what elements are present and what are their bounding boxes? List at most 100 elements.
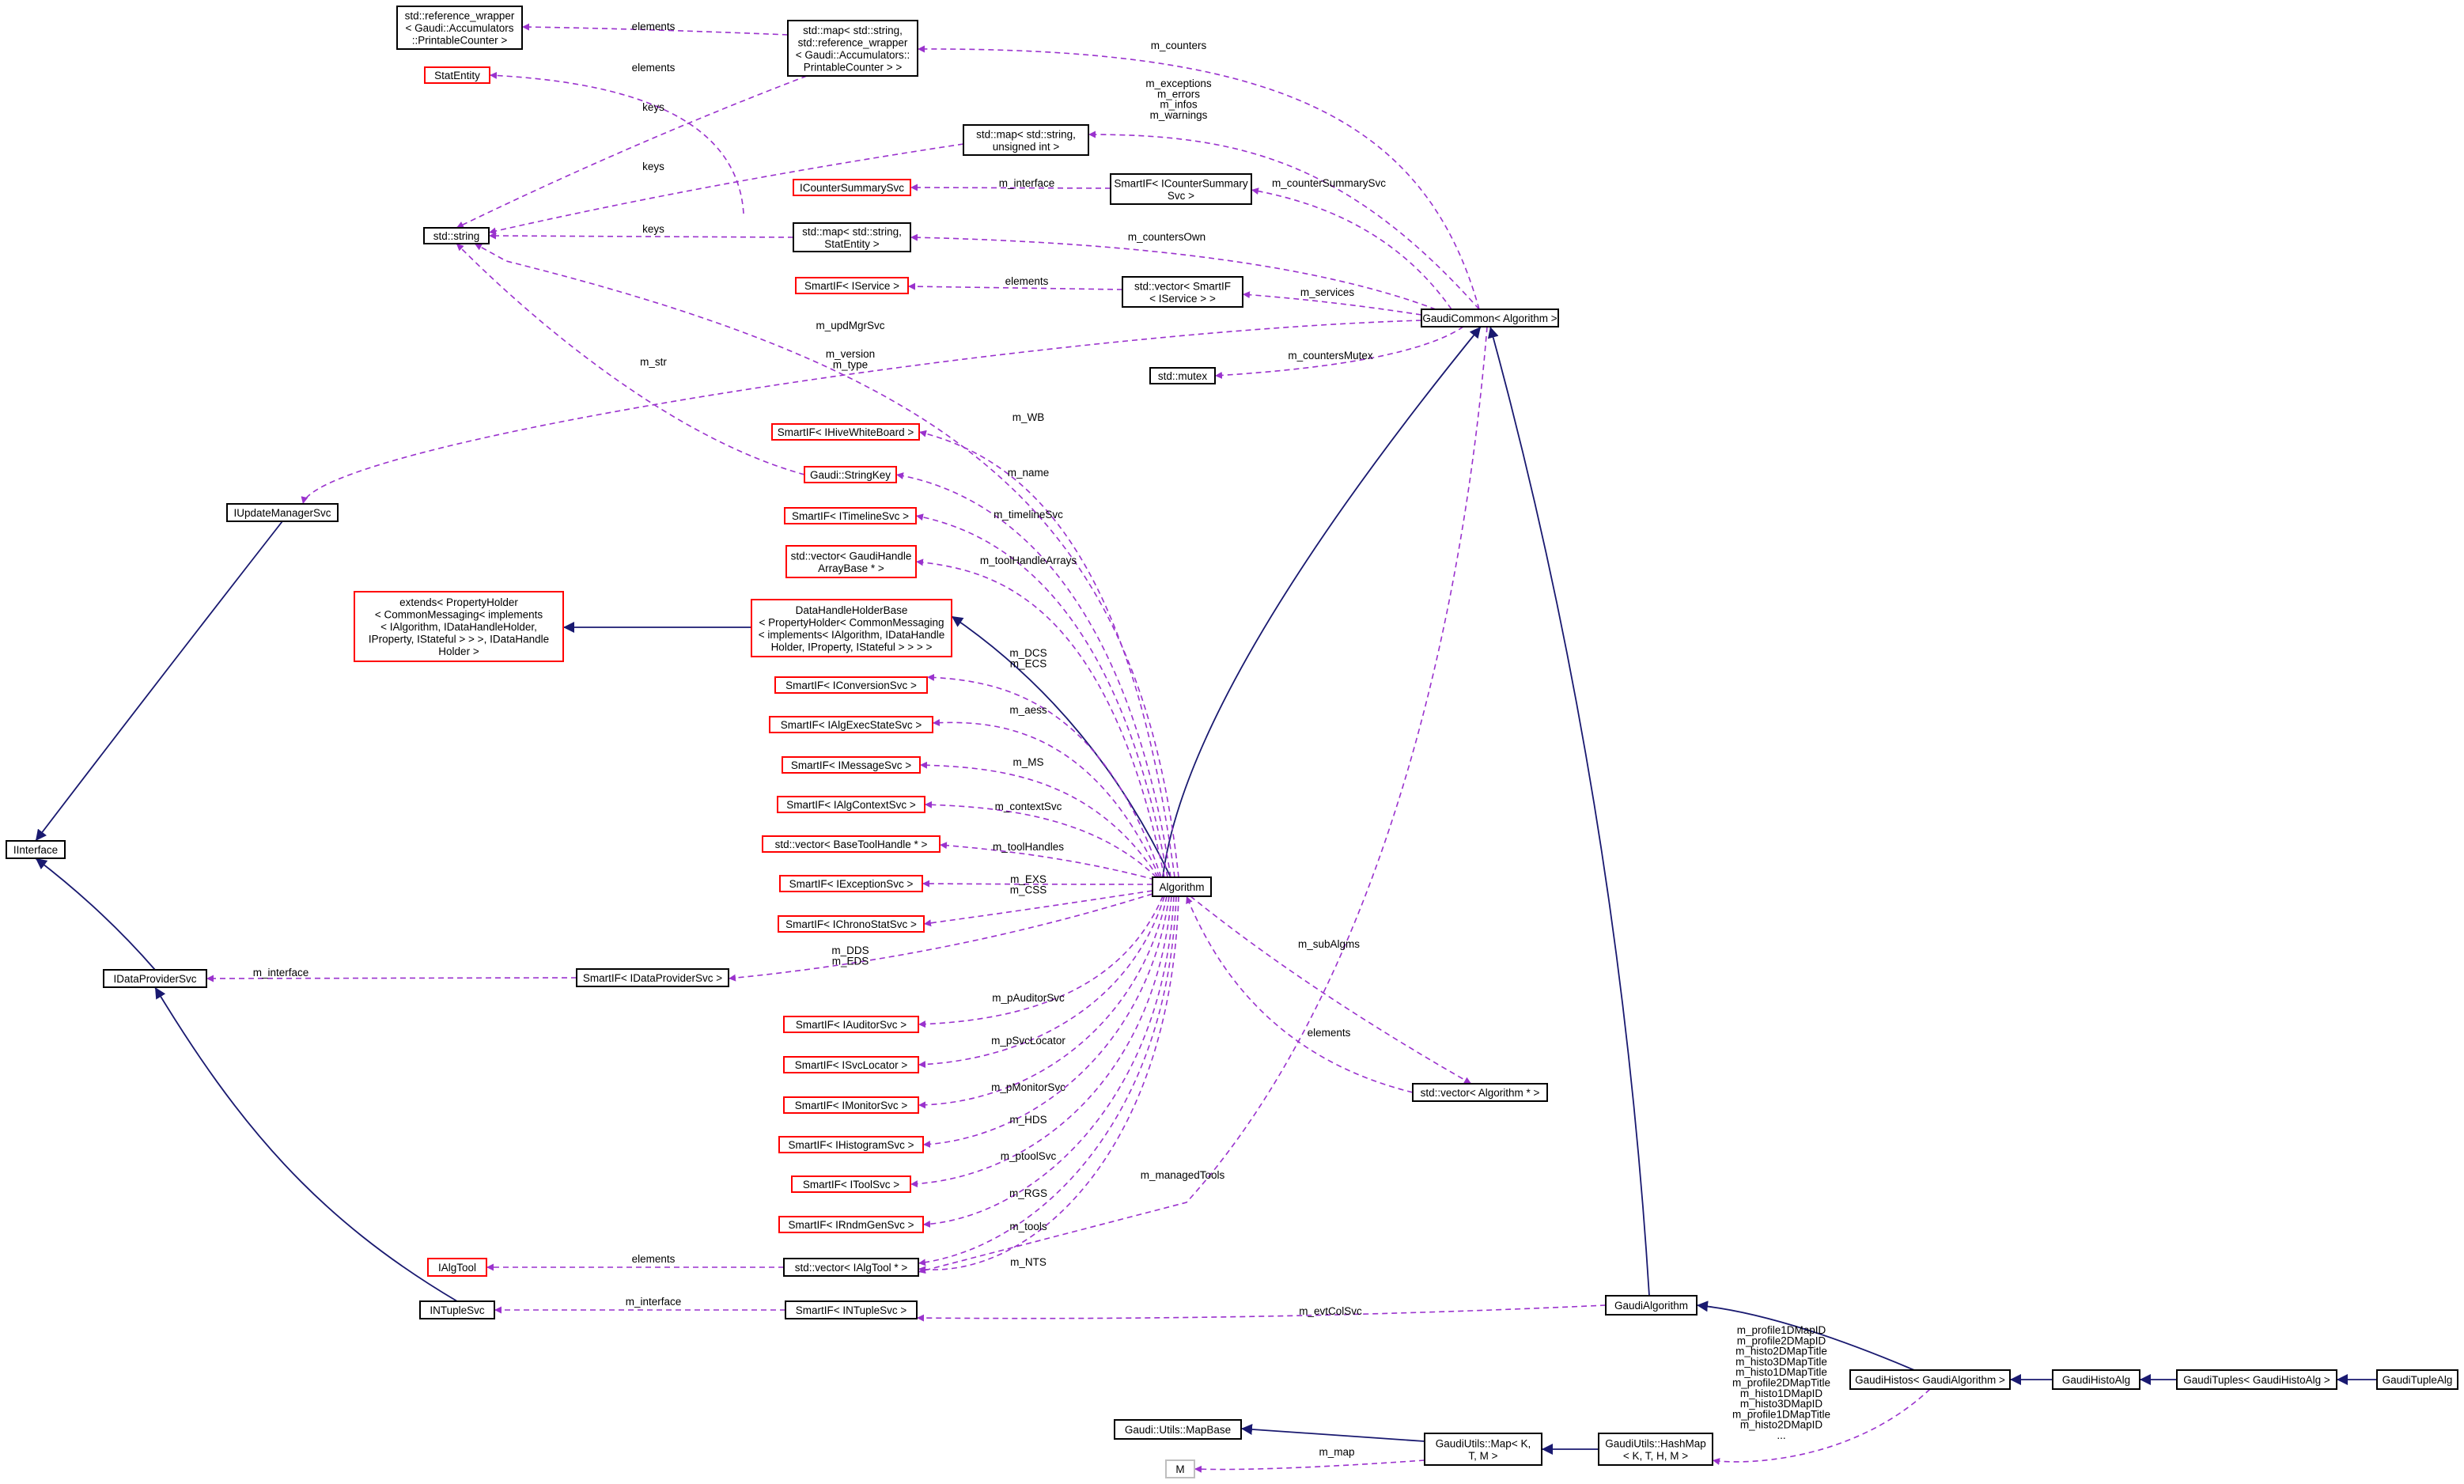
node-algcontext[interactable]: SmartIF< IAlgContextSvc >	[777, 796, 925, 813]
node-box	[1412, 1083, 1548, 1102]
edge-label-line: m_RGS	[1009, 1187, 1047, 1199]
node-vectoralgorithm[interactable]: std::vector< Algorithm * >	[1412, 1083, 1548, 1102]
node-rndmgen[interactable]: SmartIF< IRndmGenSvc >	[778, 1216, 924, 1233]
edge-label-m-pSvcLocator: m_pSvcLocator	[991, 1035, 1065, 1047]
node-label: < Gaudi::Accumulators::	[796, 49, 910, 61]
node-label: < PropertyHolder< CommonMessaging	[759, 616, 944, 628]
usage-edge	[1242, 291, 1422, 316]
edge-label-line: m_name	[1008, 467, 1050, 479]
node-histogram[interactable]: SmartIF< IHistogramSvc >	[778, 1136, 924, 1153]
inheritance-edge	[1162, 326, 1482, 878]
nodes-layer: std::reference_wrapper< Gaudi::Accumulat…	[6, 6, 2458, 1478]
node-algorithm[interactable]: Algorithm	[1152, 876, 1212, 897]
node-timeline[interactable]: SmartIF< ITimelineSvc >	[784, 507, 917, 524]
node-box	[774, 676, 928, 694]
node-conversion[interactable]: SmartIF< IConversionSvc >	[774, 676, 928, 694]
node-label: std::map< std::string,	[802, 225, 902, 237]
node-label: SmartIF< IAlgExecStateSvc >	[781, 719, 922, 731]
node-intuplesvc[interactable]: INTupleSvc	[419, 1300, 495, 1319]
node-iupdatemanager[interactable]: IUpdateManagerSvc	[226, 503, 339, 522]
node-svclocator[interactable]: SmartIF< ISvcLocator >	[783, 1056, 919, 1073]
node-gaudituples[interactable]: GaudiTuples< GaudiHistoAlg >	[2176, 1369, 2337, 1390]
node-gaudiutilsmap[interactable]: GaudiUtils::Map< K,T, M >	[1424, 1433, 1542, 1466]
usage-edge	[915, 558, 1165, 878]
node-message[interactable]: SmartIF< IMessageSvc >	[782, 756, 921, 774]
node-hashmap[interactable]: GaudiUtils::HashMap< K, T, H, M >	[1598, 1433, 1713, 1466]
node-vectorsmartif[interactable]: std::vector< SmartIF< IService > >	[1122, 276, 1243, 308]
node-extends[interactable]: extends< PropertyHolder< CommonMessaging…	[354, 591, 564, 662]
node-box	[1152, 876, 1212, 897]
usage-edge	[1712, 1388, 1931, 1465]
node-box	[762, 835, 941, 853]
edge-label-m-toolHandleArrays: m_toolHandleArrays	[980, 555, 1077, 566]
node-label: std::map< std::string,	[976, 128, 1076, 140]
node-label: SmartIF< IConversionSvc >	[785, 680, 917, 691]
edge-label-line: m_services	[1300, 286, 1355, 298]
node-vectorialgtool[interactable]: std::vector< IAlgTool * >	[783, 1258, 919, 1277]
node-smartifcountersummary[interactable]: SmartIF< ICounterSummarySvc >	[1110, 173, 1252, 205]
edge-label-m-name: m_name	[1008, 467, 1050, 479]
node-smartifntuple[interactable]: SmartIF< INTupleSvc >	[785, 1300, 918, 1319]
edge-label-line: m_CSS	[1010, 884, 1047, 895]
node-stringkey[interactable]: Gaudi::StringKey	[804, 466, 897, 483]
node-auditor[interactable]: SmartIF< IAuditorSvc >	[783, 1016, 919, 1033]
node-icountersummary[interactable]: ICounterSummarySvc	[793, 179, 911, 196]
node-mutex[interactable]: std::mutex	[1149, 367, 1216, 384]
edge-label-elements-tool: elements	[632, 1253, 676, 1265]
node-gaudihistoalg[interactable]: GaudiHistoAlg	[2052, 1369, 2140, 1390]
node-label: SmartIF< INTupleSvc >	[796, 1304, 907, 1316]
node-stdstring[interactable]: std::string	[423, 227, 490, 244]
node-iinterface[interactable]: IInterface	[6, 840, 66, 859]
node-algexecstate[interactable]: SmartIF< IAlgExecStateSvc >	[769, 716, 933, 733]
usage-edge	[918, 895, 1164, 1028]
node-gaudialgorithm[interactable]: GaudiAlgorithm	[1605, 1295, 1698, 1316]
node-chronostat[interactable]: SmartIF< IChronoStatSvc >	[778, 915, 925, 933]
node-mapuint[interactable]: std::map< std::string,unsigned int >	[963, 124, 1089, 156]
edge-label-line: m_DCS	[1009, 647, 1047, 659]
node-refwrap[interactable]: std::reference_wrapper< Gaudi::Accumulat…	[396, 6, 523, 50]
node-mapstatentity[interactable]: std::map< std::string,StatEntity >	[793, 222, 911, 252]
node-box	[784, 507, 917, 524]
node-label: SmartIF< ICounterSummary	[1114, 177, 1247, 189]
usage-edge	[926, 673, 1162, 878]
edge-label-line: m_interface	[253, 967, 309, 979]
node-gaudicommon[interactable]: GaudiCommon< Algorithm >	[1421, 309, 1559, 327]
edge-label-elements-refwrap: elements	[632, 21, 676, 32]
edge-label-m-contextSvc: m_contextSvc	[995, 801, 1062, 812]
edge-labels-layer: elementselementskeyskeyskeysm_countersm_…	[253, 21, 1830, 1458]
node-exception[interactable]: SmartIF< IExceptionSvc >	[779, 875, 923, 892]
node-gauditupalg[interactable]: GaudiTupleAlg	[2376, 1369, 2458, 1390]
edge-label-line: m_NTS	[1010, 1256, 1047, 1268]
node-vectorbasetool[interactable]: std::vector< BaseToolHandle * >	[762, 835, 941, 853]
edge-label-line: m_histo3DMapID	[1740, 1398, 1823, 1410]
node-smartifiservice[interactable]: SmartIF< IService >	[795, 277, 909, 294]
node-idataprovider[interactable]: IDataProviderSvc	[103, 969, 207, 988]
node-toolsvc[interactable]: SmartIF< IToolSvc >	[791, 1175, 911, 1193]
node-datahandleholder[interactable]: DataHandleHolderBase< PropertyHolder< Co…	[751, 599, 952, 657]
edges-layer	[35, 23, 2377, 1473]
node-smartifdataprovider[interactable]: SmartIF< IDataProviderSvc >	[576, 968, 729, 987]
edge-label-line: elements	[632, 62, 676, 74]
node-m[interactable]: M	[1165, 1459, 1195, 1478]
edge-label-line: m_EXS	[1010, 873, 1047, 885]
node-label: GaudiHistos< GaudiAlgorithm >	[1855, 1374, 2005, 1386]
node-label: SmartIF< IMessageSvc >	[791, 759, 911, 771]
usage-edge	[488, 143, 964, 235]
node-mapbase[interactable]: Gaudi::Utils::MapBase	[1114, 1419, 1242, 1440]
node-label: GaudiHistoAlg	[2062, 1374, 2130, 1386]
node-ialgtool[interactable]: IAlgTool	[427, 1258, 487, 1277]
node-label: std::string	[433, 230, 480, 242]
edge-label-line: m_profile2DMapID	[1737, 1334, 1826, 1346]
node-monitor[interactable]: SmartIF< IMonitorSvc >	[783, 1096, 919, 1114]
edge-label-line: keys	[642, 161, 664, 172]
node-statentity[interactable]: StatEntity	[424, 66, 490, 84]
edge-label-line: m_infos	[1160, 99, 1198, 111]
node-gaudihistos[interactable]: GaudiHistos< GaudiAlgorithm >	[1849, 1369, 2011, 1390]
edge-label-elements-statentity: elements	[632, 62, 676, 74]
usage-edge	[918, 895, 1168, 1109]
node-mapcounter[interactable]: std::map< std::string,std::reference_wra…	[787, 20, 918, 77]
node-label: IAlgTool	[438, 1262, 476, 1274]
node-hivewb[interactable]: SmartIF< IHiveWhiteBoard >	[771, 423, 920, 441]
